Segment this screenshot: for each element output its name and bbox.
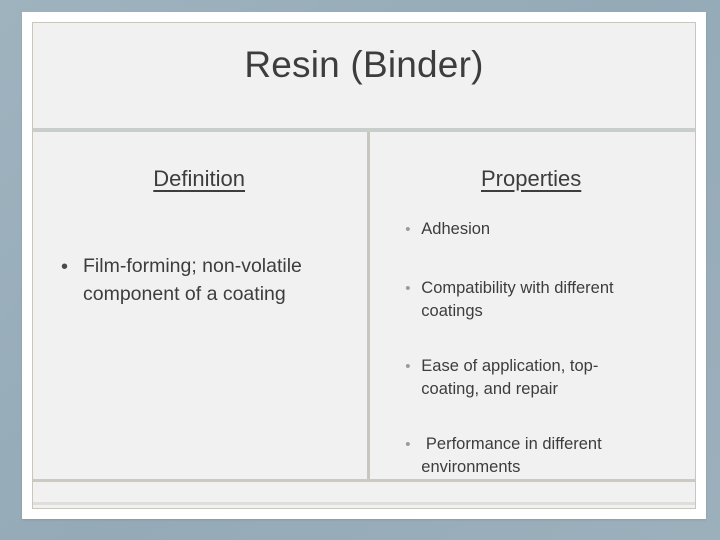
bullet-dot-icon: • <box>405 436 411 454</box>
definition-bullet-list: • Film-forming; non-volatile component o… <box>47 252 351 308</box>
bullet-dot-icon: • <box>405 221 411 239</box>
list-item-label: Ease of application, top-coating, and re… <box>421 357 599 399</box>
slide-frame: Resin (Binder) Definition • Film-forming… <box>22 12 706 519</box>
list-item-label: Performance in different environments <box>421 435 607 477</box>
list-item: • Adhesion <box>405 218 677 241</box>
bullet-dot-icon: • <box>61 256 69 279</box>
list-item-label: Compatibility with different coatings <box>421 279 619 321</box>
page-title: Resin (Binder) <box>244 43 484 85</box>
footer-divider <box>33 479 695 482</box>
column-definition: Definition • Film-forming; non-volatile … <box>33 132 367 479</box>
column-properties: Properties • Adhesion • Compatibility wi… <box>367 132 695 479</box>
bullet-dot-icon: • <box>405 358 411 376</box>
two-column-body: Definition • Film-forming; non-volatile … <box>33 132 695 479</box>
list-item-label: Adhesion <box>421 220 491 239</box>
slide-keyline: Resin (Binder) Definition • Film-forming… <box>32 22 696 509</box>
properties-bullet-list: • Adhesion • Compatibility with differen… <box>385 218 677 479</box>
list-item: • Performance in different environments <box>405 433 677 479</box>
list-item: • Compatibility with different coatings <box>405 277 677 323</box>
list-item-label: Film-forming; non-volatile component of … <box>83 255 302 306</box>
footer-divider-secondary <box>33 502 695 505</box>
slide-canvas: Resin (Binder) Definition • Film-forming… <box>33 23 695 508</box>
column-heading-definition: Definition <box>153 166 245 191</box>
title-divider <box>33 128 695 132</box>
column-divider <box>367 132 371 479</box>
bullet-dot-icon: • <box>405 280 411 298</box>
list-item: • Film-forming; non-volatile component o… <box>61 252 351 308</box>
list-item: • Ease of application, top-coating, and … <box>405 355 677 401</box>
title-band: Resin (Binder) <box>33 23 695 107</box>
column-heading-properties: Properties <box>481 166 582 191</box>
